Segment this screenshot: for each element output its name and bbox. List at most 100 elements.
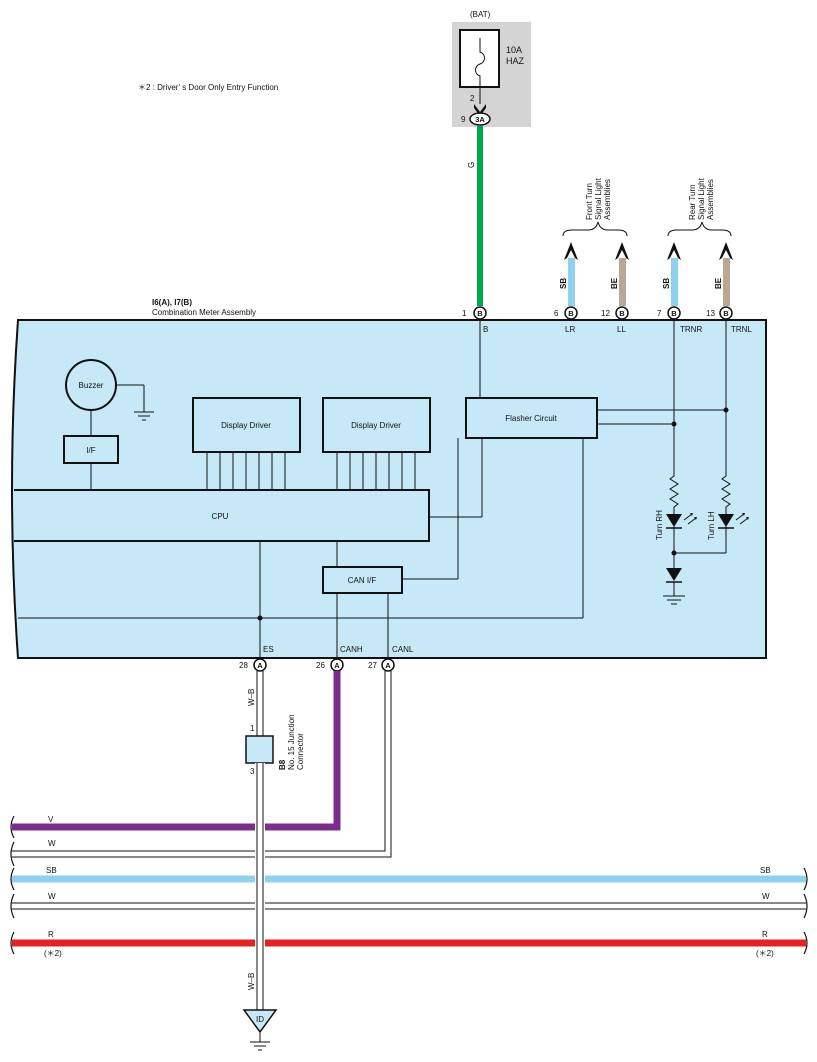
meter-top-pin-12: 12 B LL <box>601 306 629 334</box>
fuse-connector-pin: 3A <box>469 112 491 126</box>
bus-sb-right-label: SB <box>760 866 771 875</box>
bus-r-note-right: (＊2) <box>756 949 774 958</box>
g-wire <box>477 126 483 306</box>
turn-lh-label: Turn LH <box>707 511 716 540</box>
junction-line2: Connector <box>296 733 305 770</box>
bus-r-right-label: R <box>762 930 768 939</box>
trnr-wire-label: SB <box>662 278 671 289</box>
junction-ref: B8 <box>278 759 287 770</box>
front-group-line1: Front Turn <box>585 183 594 220</box>
canl-wire <box>12 671 392 858</box>
front-group-line2: Signal Light <box>594 177 603 220</box>
if-label: I/F <box>86 446 95 455</box>
display-driver-1-box <box>192 397 301 453</box>
buzzer-circle <box>65 359 117 411</box>
trnl-wire-label: BE <box>714 277 723 289</box>
bus-r-label: R <box>48 930 54 939</box>
svg-text:B: B <box>723 309 729 318</box>
fuse-element-icon <box>475 38 485 87</box>
main-ground-icon <box>250 1032 270 1051</box>
display-driver-2-label: Display Driver <box>351 421 401 430</box>
ll-wire-label: BE <box>610 277 619 289</box>
junction-dots <box>257 407 729 621</box>
svg-text:28: 28 <box>239 661 248 670</box>
front-group-brace <box>562 221 628 237</box>
bus-w2-label: W <box>48 892 56 901</box>
es-label: ES <box>263 645 274 654</box>
svg-text:A: A <box>257 661 263 670</box>
wb-wire-upper-label: W–B <box>247 689 256 706</box>
fuse-name: HAZ <box>506 56 525 66</box>
fuse-connector-label: 3A <box>475 115 485 124</box>
front-turn-group: Front Turn Signal Light Assemblies <box>562 177 628 237</box>
junction-pin-bottom: 3 <box>250 767 255 776</box>
svg-text:27: 27 <box>368 661 377 670</box>
meter-top-pin-7: 7 B TRNR <box>657 306 702 334</box>
bus-w2-right-label: W <box>762 892 770 901</box>
ground-id-triangle <box>242 1009 278 1034</box>
g-wire-label: G <box>467 162 476 168</box>
if-box <box>63 435 119 464</box>
cpu-box <box>14 489 430 542</box>
bus-v-label: V <box>48 815 54 824</box>
rear-group-line2: Signal Light <box>697 177 706 220</box>
svg-text:LL: LL <box>617 325 626 334</box>
led-ground-icon <box>663 595 685 605</box>
svg-text:B: B <box>568 309 574 318</box>
svg-text:7: 7 <box>657 309 662 318</box>
turn-rh-resistor-icon <box>669 470 679 512</box>
junction-pin-top: 1 <box>250 724 255 733</box>
svg-text:B: B <box>671 309 677 318</box>
fuse-block: (BAT) 10A HAZ 2 3A 9 <box>452 10 531 127</box>
junction-line1: No. 15 Junction <box>287 714 296 770</box>
rear-turn-group: Rear Turn Signal Light Assemblies <box>667 177 732 237</box>
wb-wire-upper <box>256 671 264 736</box>
ll-output-arrow: BE <box>610 242 629 306</box>
meter-bottom-pin-27: 27 A <box>368 658 395 672</box>
svg-text:TRNR: TRNR <box>680 325 702 334</box>
buzzer-label: Buzzer <box>79 381 104 390</box>
wb-wire-lower <box>256 763 264 1010</box>
turn-rh-label: Turn RH <box>655 510 664 540</box>
display-driver-2-box <box>322 397 431 453</box>
trnl-output-arrow: BE <box>714 242 733 306</box>
svg-text:13: 13 <box>706 309 715 318</box>
fuse-pin-number: 9 <box>461 115 466 124</box>
canh-wire <box>12 671 341 831</box>
svg-text:TRNL: TRNL <box>731 325 752 334</box>
turn-lh-resistor-icon <box>721 470 731 512</box>
fuse-rating: 10A <box>506 45 522 55</box>
rear-group-brace <box>667 221 732 237</box>
junction-connector-box <box>245 735 274 764</box>
svg-text:LR: LR <box>565 325 575 334</box>
svg-text:6: 6 <box>554 309 559 318</box>
meter-top-pin-6: 6 B LR <box>554 306 578 334</box>
svg-text:26: 26 <box>316 661 325 670</box>
flasher-circuit-box <box>465 397 598 439</box>
w-bus-wire <box>12 902 806 910</box>
bus-sb-label: SB <box>46 866 57 875</box>
front-group-line3: Assemblies <box>603 179 612 220</box>
wb-wire-lower-label: W–B <box>247 973 256 990</box>
svg-text:B: B <box>619 309 625 318</box>
canl-label: CANL <box>392 645 414 654</box>
cpu-label: CPU <box>212 512 229 521</box>
display-driver-1-label: Display Driver <box>221 421 271 430</box>
meter-top-pin-1: 1 B B <box>462 306 488 334</box>
svg-text:1: 1 <box>462 309 467 318</box>
svg-text:B: B <box>483 325 488 334</box>
canh-label: CANH <box>340 645 363 654</box>
ground-id-label: ID <box>256 1015 264 1024</box>
flasher-circuit-label: Flasher Circuit <box>505 414 557 423</box>
fuse-source: (BAT) <box>470 10 491 19</box>
meter-bottom-pin-28: 28 A <box>239 658 267 672</box>
can-if-label: CAN I/F <box>348 576 377 585</box>
bus-r-note-left: (＊2) <box>44 949 62 958</box>
fuse-pin-top: 2 <box>470 94 475 103</box>
footnote: ＊2 : Driver' s Door Only Entry Function <box>138 83 278 92</box>
rear-group-line1: Rear Turn <box>688 184 697 220</box>
lr-output-arrow: SB <box>559 242 578 306</box>
buzzer-ground-icon <box>134 411 154 421</box>
harness-break-left-icon <box>10 815 15 955</box>
